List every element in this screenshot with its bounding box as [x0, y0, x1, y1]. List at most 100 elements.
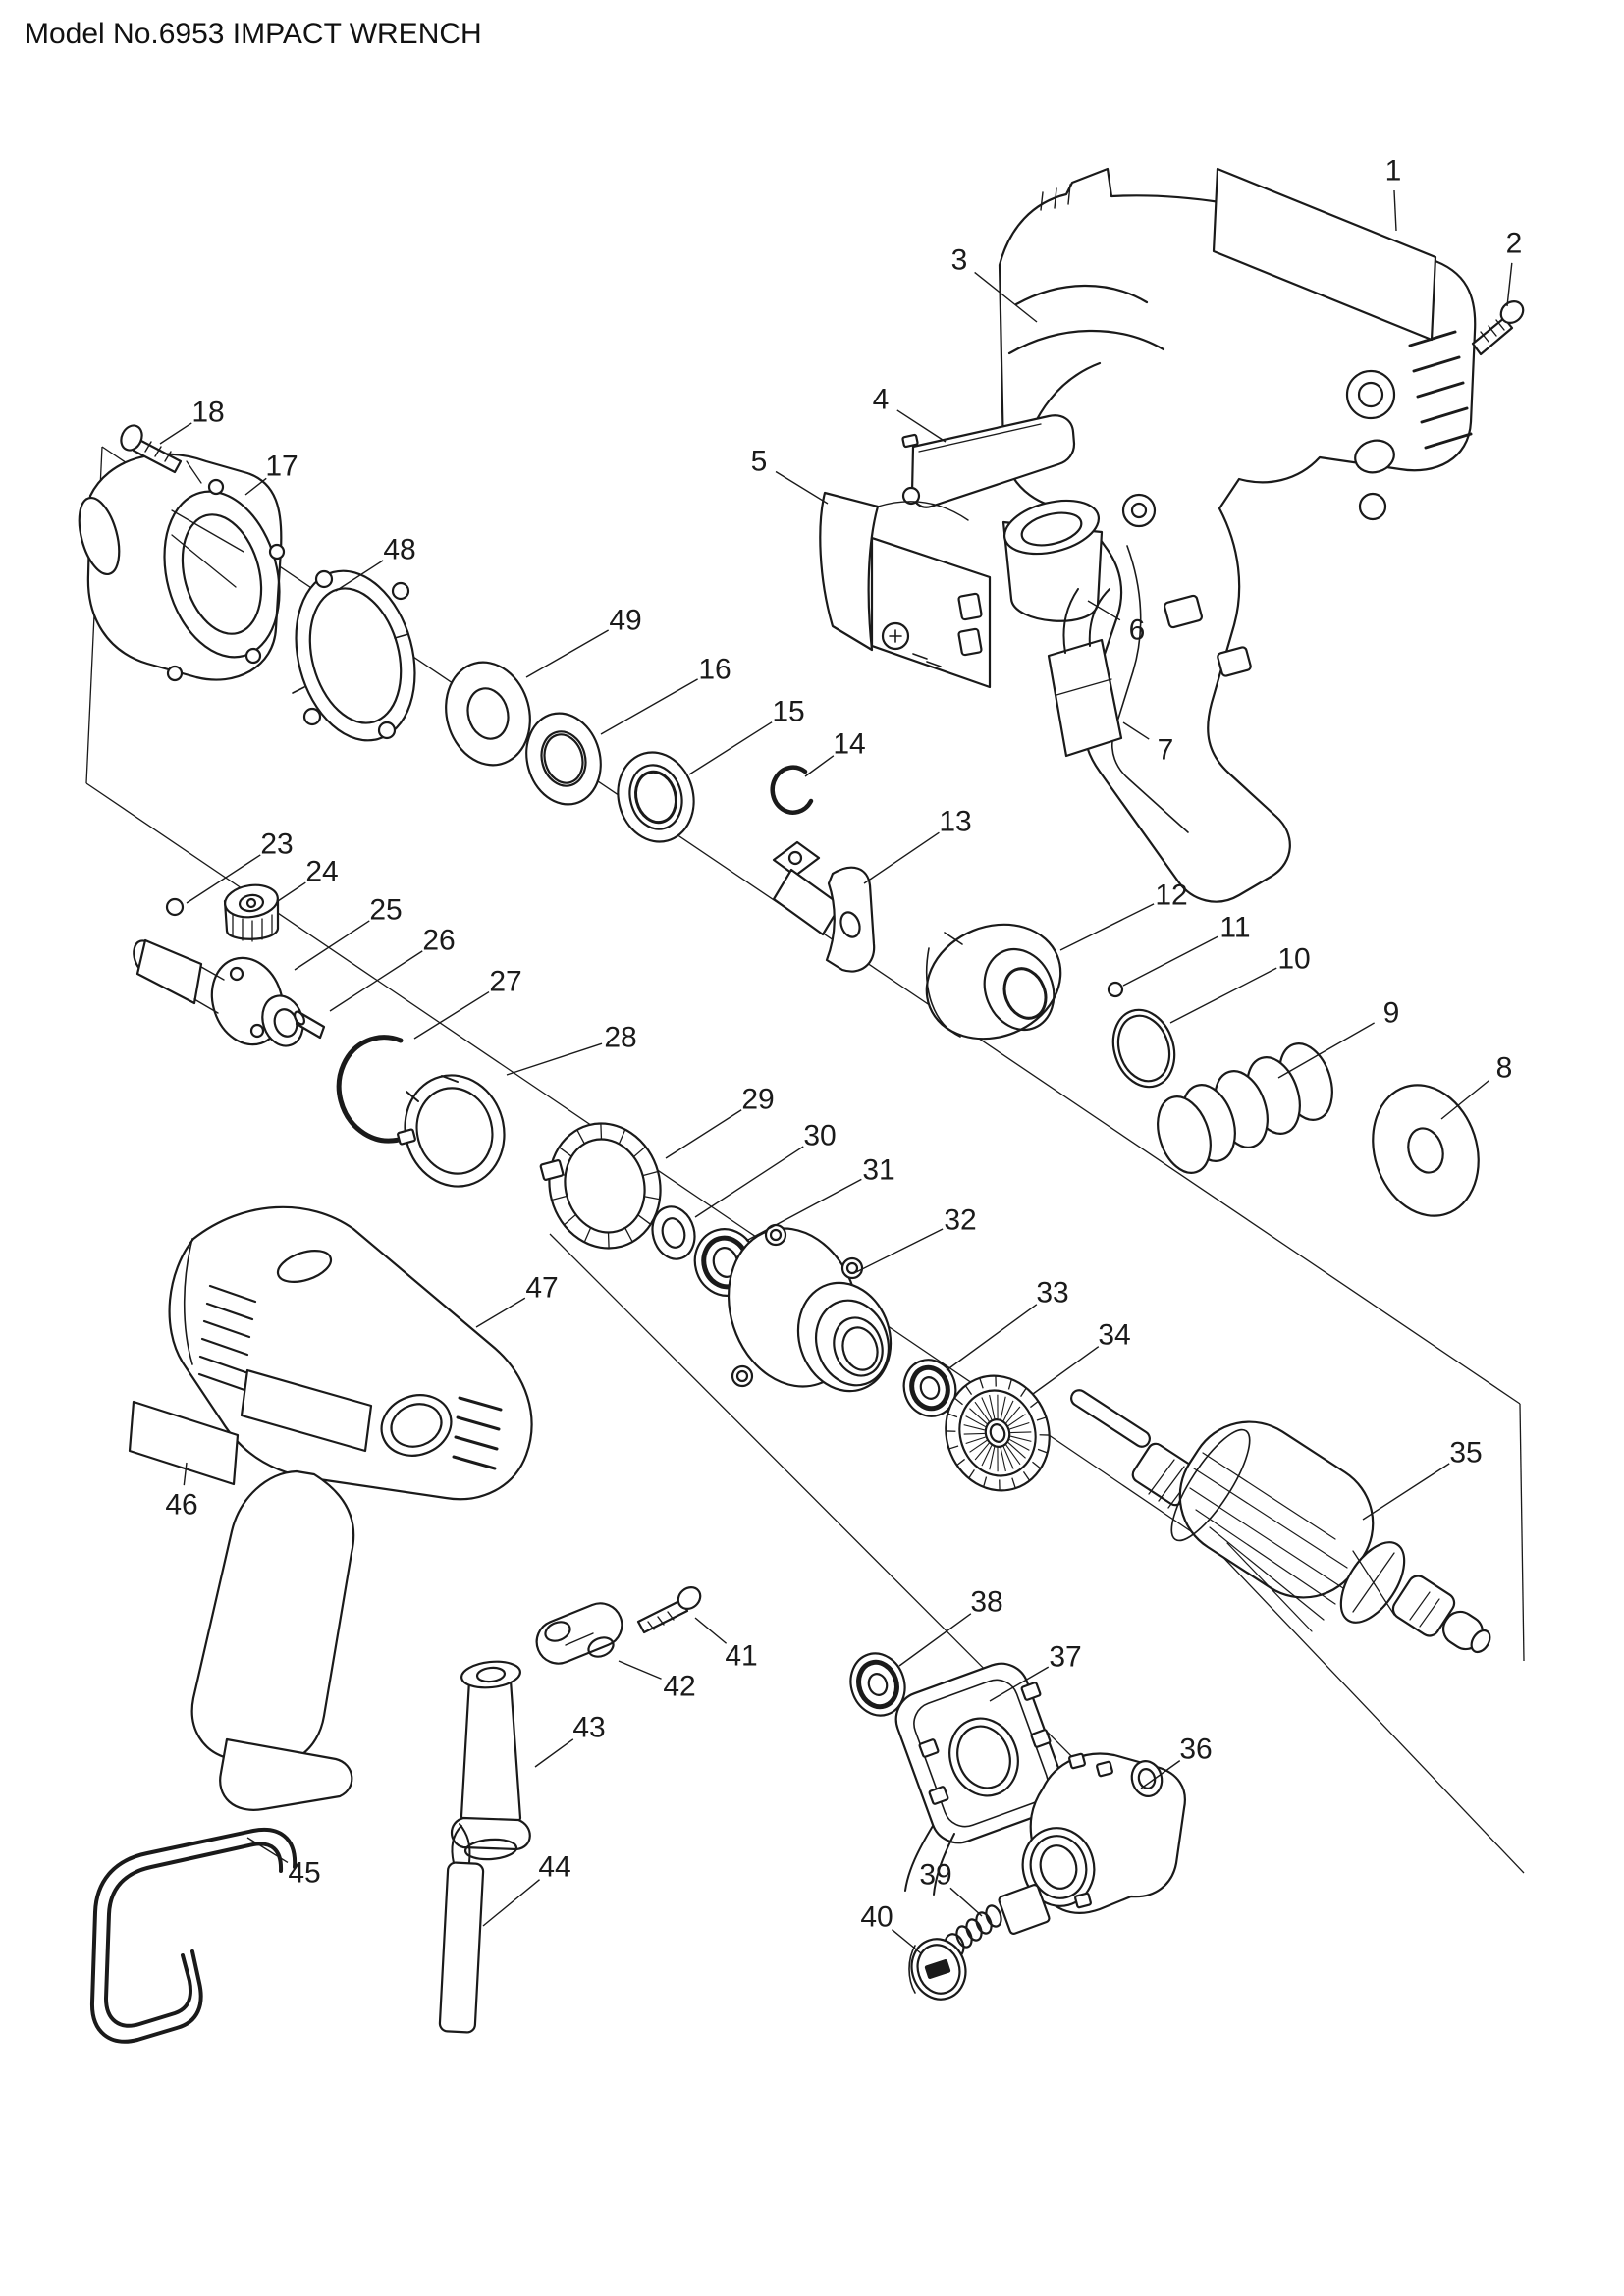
part-field-stator: [894, 1662, 1065, 1896]
callout-number-8: 8: [1496, 1052, 1513, 1085]
part-housing-half-left: [168, 1205, 533, 1811]
callout-number-3: 3: [951, 244, 968, 277]
callout-number-47: 47: [525, 1272, 558, 1305]
part-bevel-gear: [945, 1374, 1051, 1492]
part-flat-washer-49: [445, 661, 531, 767]
callout-16: 16: [600, 654, 731, 735]
callout-number-32: 32: [944, 1204, 976, 1237]
callout-17: 17: [244, 451, 298, 496]
part-brush-cap: [908, 1938, 967, 2001]
callout-34: 34: [1032, 1319, 1131, 1395]
callout-40: 40: [860, 1901, 922, 1954]
callout-18: 18: [159, 397, 225, 445]
part-flat-washer-8: [1372, 1084, 1480, 1217]
part-ring-spring: [336, 1035, 425, 1144]
callout-number-31: 31: [862, 1154, 894, 1187]
callout-number-1: 1: [1385, 155, 1402, 187]
part-pinion-gear: [223, 883, 280, 942]
part-bearing-box: [727, 1223, 893, 1393]
callout-49: 49: [525, 605, 642, 678]
callout-number-12: 12: [1155, 880, 1187, 912]
callout-43: 43: [534, 1712, 606, 1768]
callout-46: 46: [165, 1462, 198, 1522]
callout-number-24: 24: [305, 856, 338, 888]
part-pan-head-screw-clamp: [636, 1586, 702, 1634]
callout-number-2: 2: [1506, 228, 1523, 260]
part-motor-bracket: [1021, 1752, 1186, 1914]
callout-number-28: 28: [604, 1022, 636, 1054]
part-ball-bearing-33: [902, 1359, 957, 1417]
callout-8: 8: [1440, 1052, 1513, 1120]
callout-45: 45: [246, 1837, 321, 1890]
callout-number-34: 34: [1098, 1319, 1130, 1352]
callout-41: 41: [694, 1617, 758, 1673]
part-compression-spring: [1157, 1042, 1333, 1174]
callout-number-30: 30: [803, 1120, 836, 1152]
callout-number-13: 13: [939, 806, 971, 838]
part-pan-head-screw-case: [120, 424, 183, 474]
part-cord-clamp: [535, 1602, 623, 1665]
callout-25: 25: [294, 894, 403, 971]
callout-number-40: 40: [860, 1901, 893, 1934]
part-flat-washer-16: [525, 712, 602, 806]
callout-32: 32: [855, 1204, 977, 1273]
callout-4: 4: [873, 384, 947, 443]
callout-number-15: 15: [772, 696, 804, 728]
callout-33: 33: [946, 1277, 1069, 1371]
callout-31: 31: [745, 1154, 895, 1242]
callout-35: 35: [1362, 1437, 1483, 1521]
callout-9: 9: [1277, 997, 1400, 1079]
callout-27: 27: [413, 966, 522, 1040]
part-capacitor-cylinder: [1001, 499, 1104, 622]
callout-28: 28: [506, 1022, 637, 1076]
callout-number-46: 46: [165, 1489, 197, 1522]
callout-number-9: 9: [1383, 997, 1400, 1030]
part-flat-ring-28: [397, 1074, 506, 1188]
callout-number-27: 27: [489, 966, 521, 998]
callout-number-37: 37: [1049, 1641, 1081, 1674]
callout-7: 7: [1122, 721, 1174, 767]
page-title: Model No.6953 IMPACT WRENCH: [25, 18, 482, 50]
callout-number-45: 45: [288, 1857, 320, 1890]
callouts: 1234567891011121314151617182324252627282…: [159, 155, 1523, 1954]
part-armature: [1070, 1389, 1491, 1654]
part-name-plate: [1212, 167, 1437, 342]
part-switch-cover-plate: [901, 414, 1076, 508]
callout-2: 2: [1506, 228, 1523, 307]
callout-number-26: 26: [422, 925, 455, 957]
callout-14: 14: [804, 728, 866, 777]
part-o-ring: [1111, 1008, 1176, 1089]
part-flat-washer-30: [651, 1205, 696, 1260]
callout-number-43: 43: [572, 1712, 605, 1744]
callout-23: 23: [186, 828, 294, 904]
callout-number-5: 5: [751, 446, 768, 478]
part-anvil: [772, 840, 876, 973]
part-cam-ring: [539, 1122, 662, 1250]
callout-number-14: 14: [833, 728, 865, 761]
callout-number-38: 38: [970, 1586, 1002, 1619]
callout-number-36: 36: [1179, 1734, 1212, 1766]
callout-number-25: 25: [369, 894, 402, 927]
callout-number-33: 33: [1036, 1277, 1068, 1309]
callout-42: 42: [618, 1660, 696, 1703]
callout-number-11: 11: [1219, 912, 1250, 944]
callout-number-39: 39: [919, 1859, 951, 1892]
callout-number-7: 7: [1158, 734, 1174, 767]
part-ball-bearing-38: [849, 1652, 906, 1717]
part-strain-relief-boot: [450, 1660, 531, 1861]
callout-15: 15: [688, 696, 805, 775]
part-carbon-brush: [1047, 588, 1123, 758]
callout-number-17: 17: [265, 451, 298, 483]
callout-37: 37: [989, 1641, 1082, 1702]
callout-13: 13: [863, 806, 972, 884]
part-hammer-case: [78, 453, 286, 682]
callout-number-44: 44: [538, 1851, 570, 1884]
callout-48: 48: [335, 534, 416, 592]
callout-number-4: 4: [873, 384, 890, 416]
callout-number-23: 23: [260, 828, 293, 861]
part-pin-26: [293, 1010, 326, 1040]
callout-3: 3: [951, 244, 1038, 323]
callout-29: 29: [665, 1084, 775, 1159]
callout-1: 1: [1385, 155, 1402, 232]
